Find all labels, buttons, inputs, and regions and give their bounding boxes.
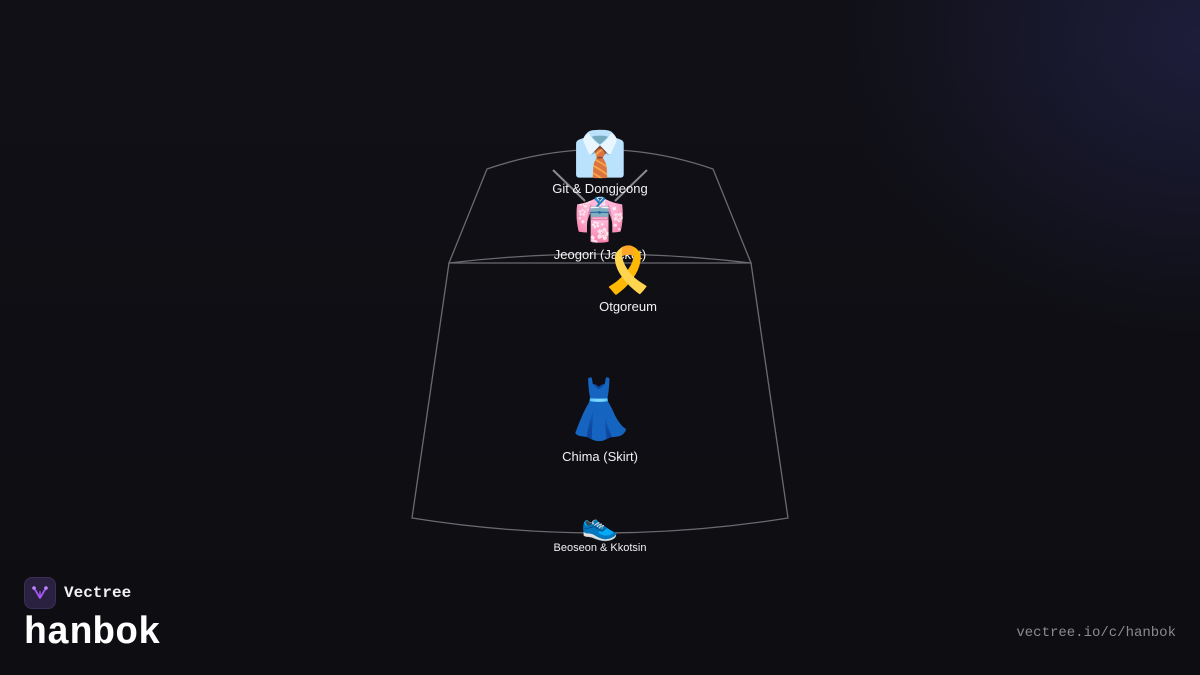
part-chima[interactable]: 👗 Chima (Skirt) (562, 375, 638, 464)
vectree-logo-icon[interactable] (24, 577, 56, 609)
part-label-beoseon: Beoseon & Kkotsin (554, 542, 647, 554)
dress-icon: 👗 (564, 375, 636, 443)
part-git[interactable]: 👔 Git & Dongjeong (552, 129, 647, 196)
part-label-otgoreum: Otgoreum (599, 299, 657, 314)
shoe-icon: 👟 (581, 508, 618, 543)
collar-line-left (552, 169, 586, 202)
vectree-logo-glyph (32, 586, 48, 599)
part-beoseon[interactable]: 👟 Beoseon & Kkotsin (554, 508, 647, 554)
brand-row: Vectree (24, 577, 161, 609)
part-label-chima: Chima (Skirt) (562, 449, 638, 464)
ribbon-icon: 🎗️ (601, 245, 656, 296)
brand-name[interactable]: Vectree (64, 584, 132, 602)
part-label-jeogori: Jeogori (Jacket) (554, 247, 646, 262)
kimono-icon: 👘 (574, 195, 626, 245)
collar-line-right (614, 169, 648, 202)
part-jeogori[interactable]: 👘 Jeogori (Jacket) (554, 195, 646, 262)
part-label-git: Git & Dongjeong (552, 181, 647, 196)
page-title: hanbok (24, 612, 161, 655)
part-otgoreum[interactable]: 🎗️ Otgoreum (599, 245, 657, 314)
source-url[interactable]: vectree.io/c/hanbok (1016, 625, 1176, 641)
chima-outline (411, 262, 789, 534)
brand: Vectree hanbok (24, 577, 161, 653)
necktie-icon: 👔 (573, 129, 628, 180)
